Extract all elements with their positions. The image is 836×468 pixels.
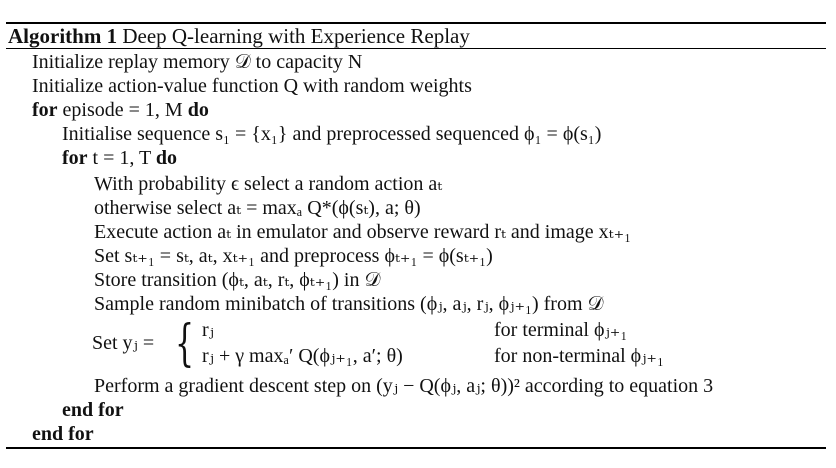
case-nonterminal-cond: for non-terminal ϕⱼ₊₁	[494, 345, 664, 367]
algorithm-title: Deep Q-learning with Experience Replay	[122, 24, 470, 48]
line-gradient-step: Perform a gradient descent step on (yⱼ −…	[94, 375, 714, 397]
bottom-rule	[6, 447, 826, 449]
line-end-for-inner: end for	[62, 399, 124, 421]
line-end-for-outer: end for	[32, 423, 94, 445]
algorithm-label: Algorithm 1	[8, 24, 118, 48]
line-otherwise: otherwise select aₜ = maxₐ Q*(ϕ(sₜ), a; …	[94, 197, 421, 219]
line-set-s: Set sₜ₊₁ = sₜ, aₜ, xₜ₊₁ and preprocess ϕ…	[94, 245, 493, 267]
left-brace: {	[175, 314, 195, 372]
line-execute: Execute action aₜ in emulator and observ…	[94, 221, 632, 243]
line-sample: Sample random minibatch of transitions (…	[94, 293, 604, 315]
case-terminal-cond: for terminal ϕⱼ₊₁	[494, 319, 628, 341]
line-probability: With probability ϵ select a random actio…	[94, 173, 443, 195]
line-store: Store transition (ϕₜ, aₜ, rₜ, ϕₜ₊₁) in 𝒟	[94, 269, 381, 291]
line-init-q: Initialize action-value function Q with …	[32, 75, 472, 97]
line-for-episode: for episode = 1, M do	[32, 98, 209, 122]
case-nonterminal-expr: rⱼ + γ maxₐ′ Q(ϕⱼ₊₁, a′; θ)	[202, 345, 403, 367]
t-range: t = 1, T	[92, 147, 151, 169]
line-set-y-label: Set yⱼ =	[92, 332, 155, 354]
caption-rule	[6, 48, 826, 49]
episode-range: episode = 1, M	[62, 99, 183, 121]
top-rule	[6, 22, 826, 24]
keyword-for: for	[32, 99, 58, 121]
keyword-do: do	[187, 99, 209, 121]
keyword-do: do	[155, 147, 178, 169]
line-init-memory: Initialize replay memory 𝒟 to capacity N	[32, 51, 363, 73]
algorithm-caption: Algorithm 1 Deep Q-learning with Experie…	[8, 24, 470, 48]
keyword-for: for	[62, 147, 88, 169]
case-terminal-expr: rⱼ	[202, 319, 214, 341]
line-for-t: for t = 1, T do	[62, 146, 177, 170]
line-init-sequence: Initialise sequence s₁ = {x₁} and prepro…	[62, 123, 602, 145]
